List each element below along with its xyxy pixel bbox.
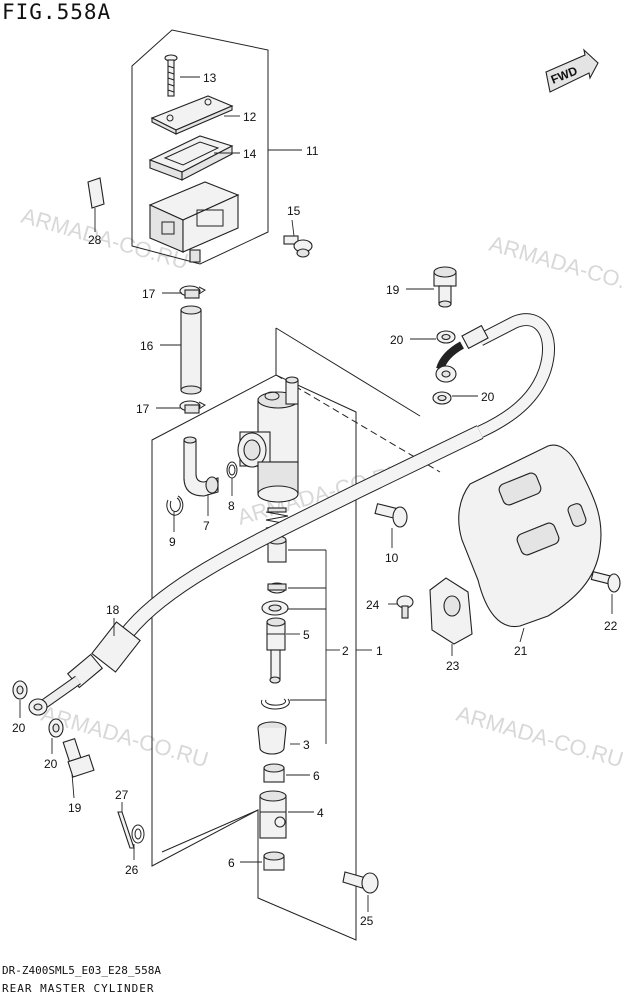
gasket-washer-left-top <box>12 680 28 700</box>
callout-5: 5 <box>303 628 310 642</box>
reservoir-screw <box>164 54 178 97</box>
reservoir-hose <box>180 305 202 395</box>
watermark: ARMADA-CO.RU <box>39 701 212 773</box>
washer-26 <box>131 824 145 844</box>
guard-bracket <box>429 577 473 645</box>
callout-6-upper: 6 <box>313 769 320 783</box>
washer-seal <box>261 600 289 616</box>
mounting-bolt-10 <box>374 503 408 528</box>
callout-15: 15 <box>287 204 301 218</box>
callout-20-upper: 20 <box>390 333 404 347</box>
callout-8: 8 <box>228 499 235 513</box>
o-ring-8 <box>226 461 238 479</box>
callout-12: 12 <box>243 110 257 124</box>
nut-upper <box>263 763 285 783</box>
callout-20-mid: 20 <box>481 390 495 404</box>
callout-13: 13 <box>203 71 217 85</box>
boundary-line <box>161 809 259 853</box>
boot <box>257 721 287 755</box>
fwd-arrow-badge: FWD <box>545 48 599 93</box>
callout-28: 28 <box>88 233 102 247</box>
bracket-screw <box>396 595 414 619</box>
heel-guard <box>458 444 602 628</box>
callout-11: 11 <box>306 144 319 158</box>
piston <box>266 617 286 684</box>
heel-guard-bolt <box>590 571 621 593</box>
reservoir-cap <box>150 95 234 135</box>
callout-10: 10 <box>385 551 399 565</box>
reservoir-label-tag <box>87 177 105 209</box>
callout-19-upper: 19 <box>386 283 400 297</box>
union-bolt-lower <box>62 737 95 778</box>
reservoir-outline <box>131 29 269 265</box>
circlip-9 <box>166 495 184 516</box>
figure-title: FIG.558A <box>2 0 112 24</box>
callout-6-lower: 6 <box>228 856 235 870</box>
nut-lower <box>263 851 285 871</box>
callout-27: 27 <box>115 788 129 802</box>
callout-3: 3 <box>303 738 310 752</box>
gasket-washer-upper <box>436 330 456 344</box>
callout-24: 24 <box>366 598 380 612</box>
callout-7: 7 <box>203 519 210 533</box>
callout-25: 25 <box>360 914 374 928</box>
hose-clamp-lower <box>179 400 206 414</box>
watermark: ARMADA-CO.RU <box>454 701 623 773</box>
callout-22: 22 <box>604 619 618 633</box>
reservoir-bolt <box>283 235 313 258</box>
callout-20-left-bottom: 20 <box>44 757 58 771</box>
callout-20-left-top: 20 <box>12 721 26 735</box>
leader-lines <box>19 76 613 912</box>
callout-26: 26 <box>125 863 139 877</box>
callout-17-upper: 17 <box>142 287 156 301</box>
push-rod-clevis <box>259 790 287 839</box>
union-bolt-upper <box>433 266 457 308</box>
callout-1: 1 <box>376 644 383 658</box>
hose-banjo-upper <box>435 365 457 383</box>
diagram-name: REAR MASTER CYLINDER <box>2 982 155 995</box>
inlet-elbow-fitting <box>183 436 219 497</box>
hose-clamp-upper <box>179 285 206 299</box>
watermark: ARMADA-CO.RU <box>487 231 623 303</box>
clevis-pin <box>342 871 379 894</box>
snap-ring <box>260 698 290 710</box>
callout-4: 4 <box>317 806 324 820</box>
callout-21: 21 <box>514 644 528 658</box>
cylinder-body <box>237 376 299 503</box>
diagram-code: DR-Z400SML5_E03_E28_558A <box>2 964 161 977</box>
callout-19-lower: 19 <box>68 801 82 815</box>
callout-9: 9 <box>169 535 176 549</box>
brake-hose <box>41 313 555 709</box>
callout-16: 16 <box>140 339 154 353</box>
callout-2: 2 <box>342 644 349 658</box>
reservoir-body <box>148 181 240 263</box>
gasket-washer-left-bottom <box>48 718 64 738</box>
callout-17-lower: 17 <box>136 402 150 416</box>
cotter-pin <box>117 811 135 849</box>
boundary-line <box>275 374 441 473</box>
hose-banjo-lower <box>28 698 48 716</box>
callout-18: 18 <box>106 603 120 617</box>
boundary-line <box>275 327 421 417</box>
gasket-washer-mid <box>432 391 452 405</box>
reservoir-diaphragm <box>148 135 234 181</box>
cup-seal <box>267 582 287 594</box>
callout-23: 23 <box>446 659 460 673</box>
callout-14: 14 <box>243 147 257 161</box>
